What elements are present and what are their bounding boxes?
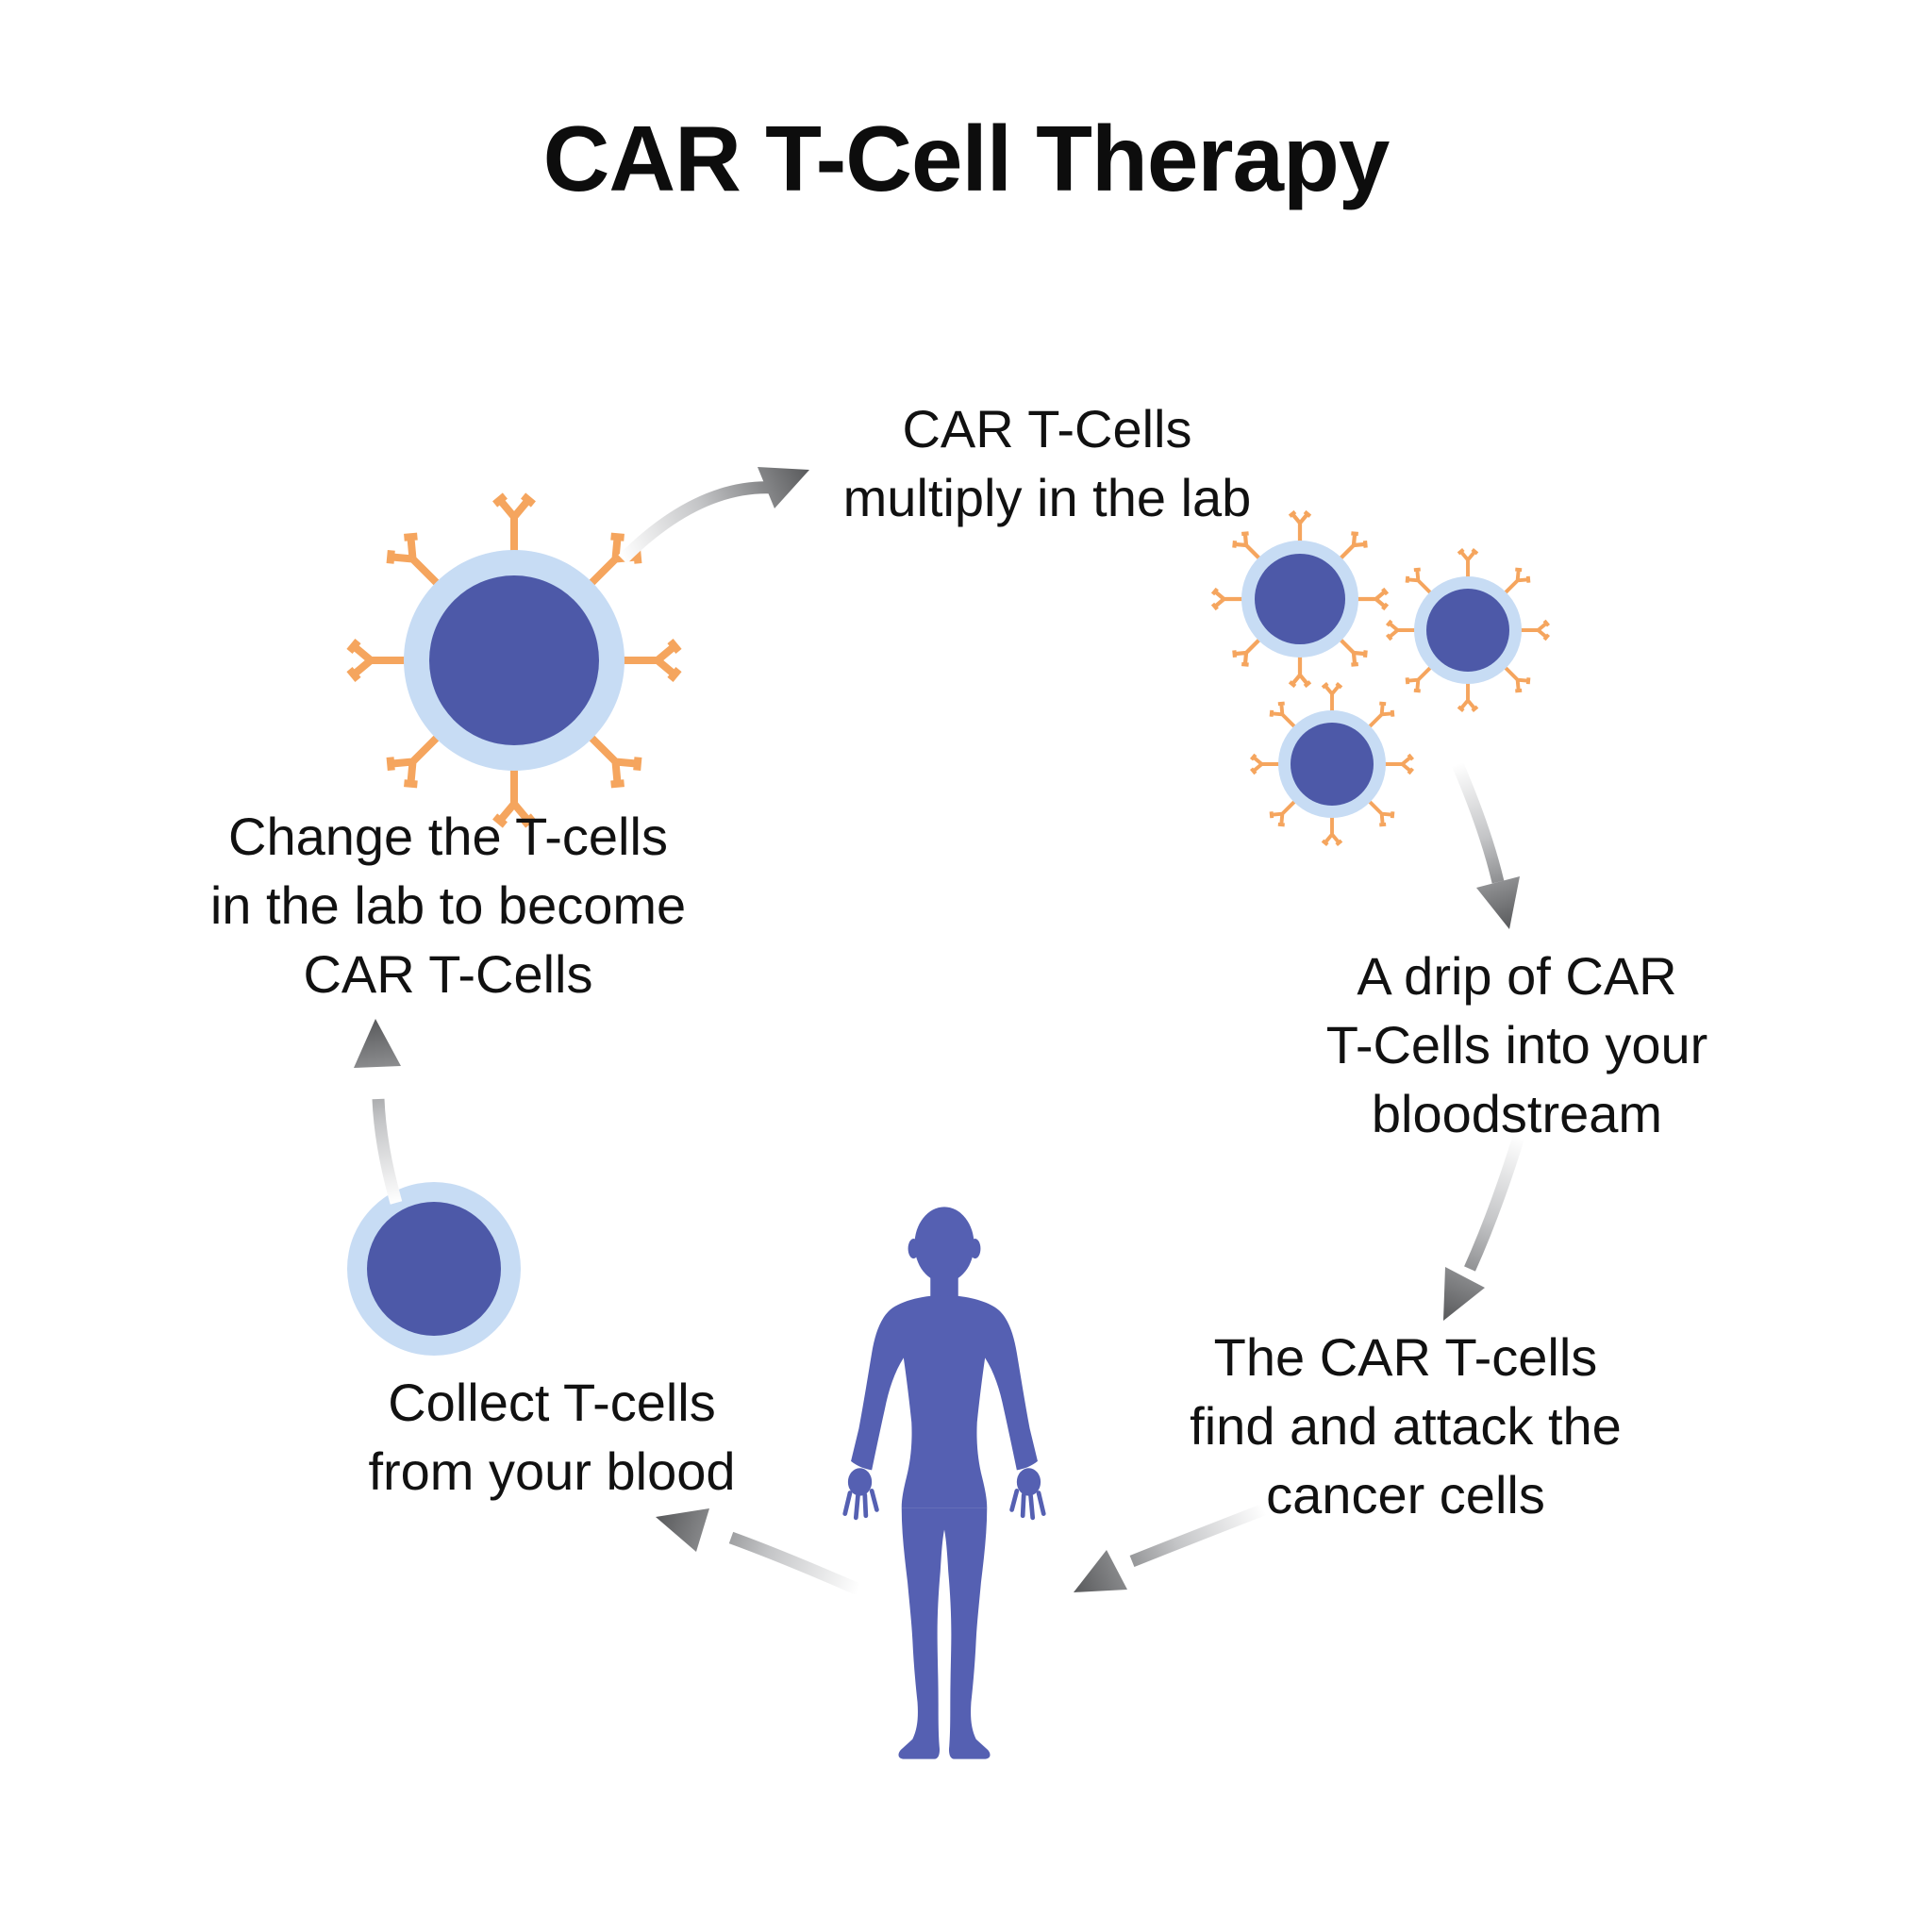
flow-arrow-attack-to-human-icon bbox=[1074, 1503, 1267, 1592]
step-label-drip: A drip of CAR T-Cells into your bloodstr… bbox=[1325, 946, 1708, 1143]
flow-arrow-multiply-to-drip-icon bbox=[1452, 761, 1520, 929]
flow-arrow-change-to-multiply-icon bbox=[618, 467, 809, 564]
step-label-multiply: CAR T-Cells multiply in the lab bbox=[842, 399, 1252, 527]
page-title: CAR T-Cell Therapy bbox=[542, 107, 1391, 210]
t-cell-icon bbox=[347, 1182, 521, 1356]
car-t-cell-icon bbox=[344, 491, 684, 830]
step-label-attack: The CAR T-cells find and attack the canc… bbox=[1190, 1327, 1622, 1524]
flow-arrow-drip-to-attack-icon bbox=[1443, 1135, 1525, 1321]
flow-arrow-collect-to-change-icon bbox=[354, 1019, 403, 1205]
car-t-cell-cluster-icon bbox=[1198, 500, 1594, 896]
human-body-icon bbox=[842, 1207, 1046, 1759]
step-label-change: Change the T-cells in the lab to become … bbox=[209, 807, 687, 1004]
flow-arrow-human-to-collect-icon bbox=[656, 1508, 861, 1595]
step-label-collect: Collect T-cells from your blood bbox=[368, 1373, 736, 1501]
